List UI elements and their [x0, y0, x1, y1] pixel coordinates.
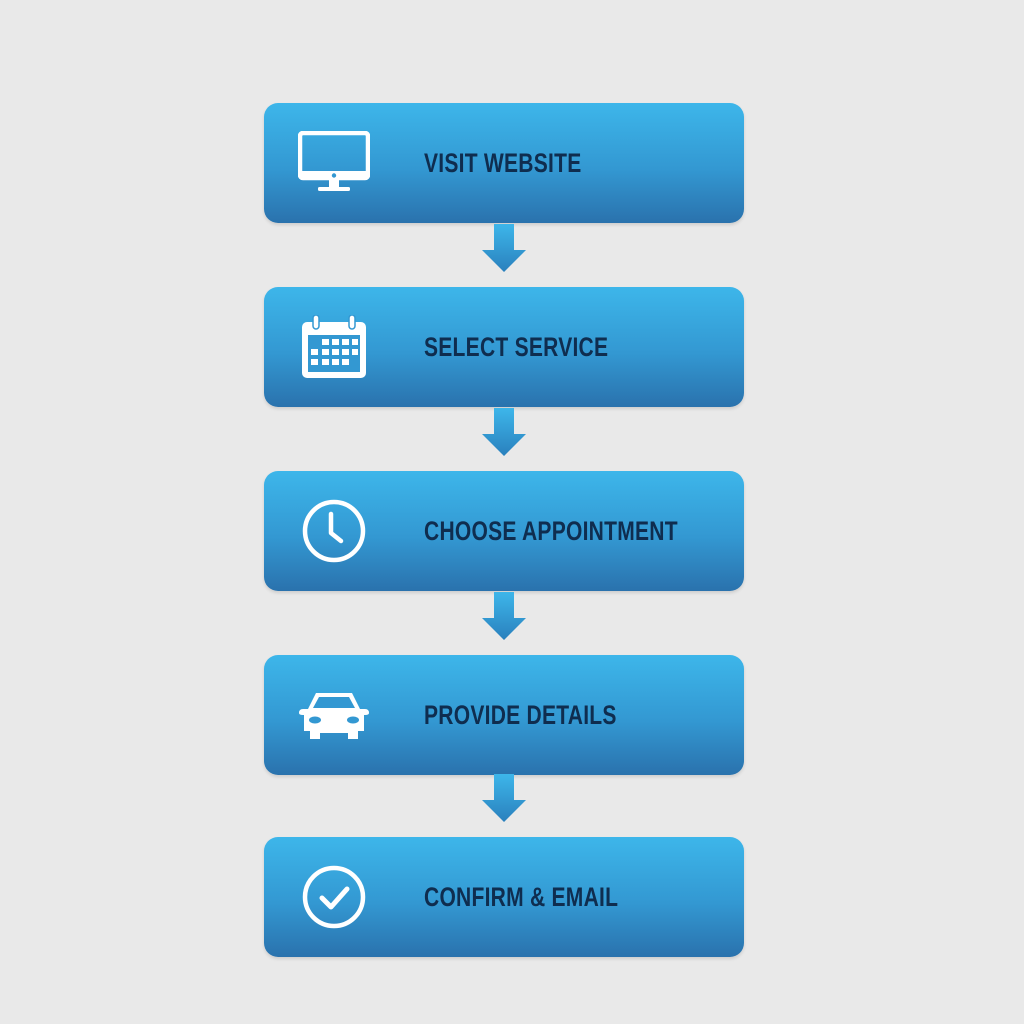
clock-icon	[298, 499, 370, 563]
step-label: SELECT SERVICE	[424, 331, 609, 362]
arrow-down-icon	[482, 592, 526, 642]
step-confirm-email: CONFIRM & EMAIL	[264, 837, 744, 957]
arrow-down-icon	[482, 224, 526, 274]
step-provide-details: PROVIDE DETAILS	[264, 655, 744, 775]
step-visit-website: VISIT WEBSITE	[264, 103, 744, 223]
step-label: CONFIRM & EMAIL	[424, 881, 619, 912]
step-label: PROVIDE DETAILS	[424, 699, 617, 730]
car-icon	[298, 683, 370, 747]
calendar-icon	[298, 315, 370, 379]
arrow-down-icon	[482, 774, 526, 824]
step-label: VISIT WEBSITE	[424, 147, 582, 178]
step-label: CHOOSE APPOINTMENT	[424, 515, 678, 546]
step-choose-appointment: CHOOSE APPOINTMENT	[264, 471, 744, 591]
arrow-down-icon	[482, 408, 526, 458]
monitor-icon	[298, 131, 370, 195]
step-select-service: SELECT SERVICE	[264, 287, 744, 407]
check-circle-icon	[298, 865, 370, 929]
